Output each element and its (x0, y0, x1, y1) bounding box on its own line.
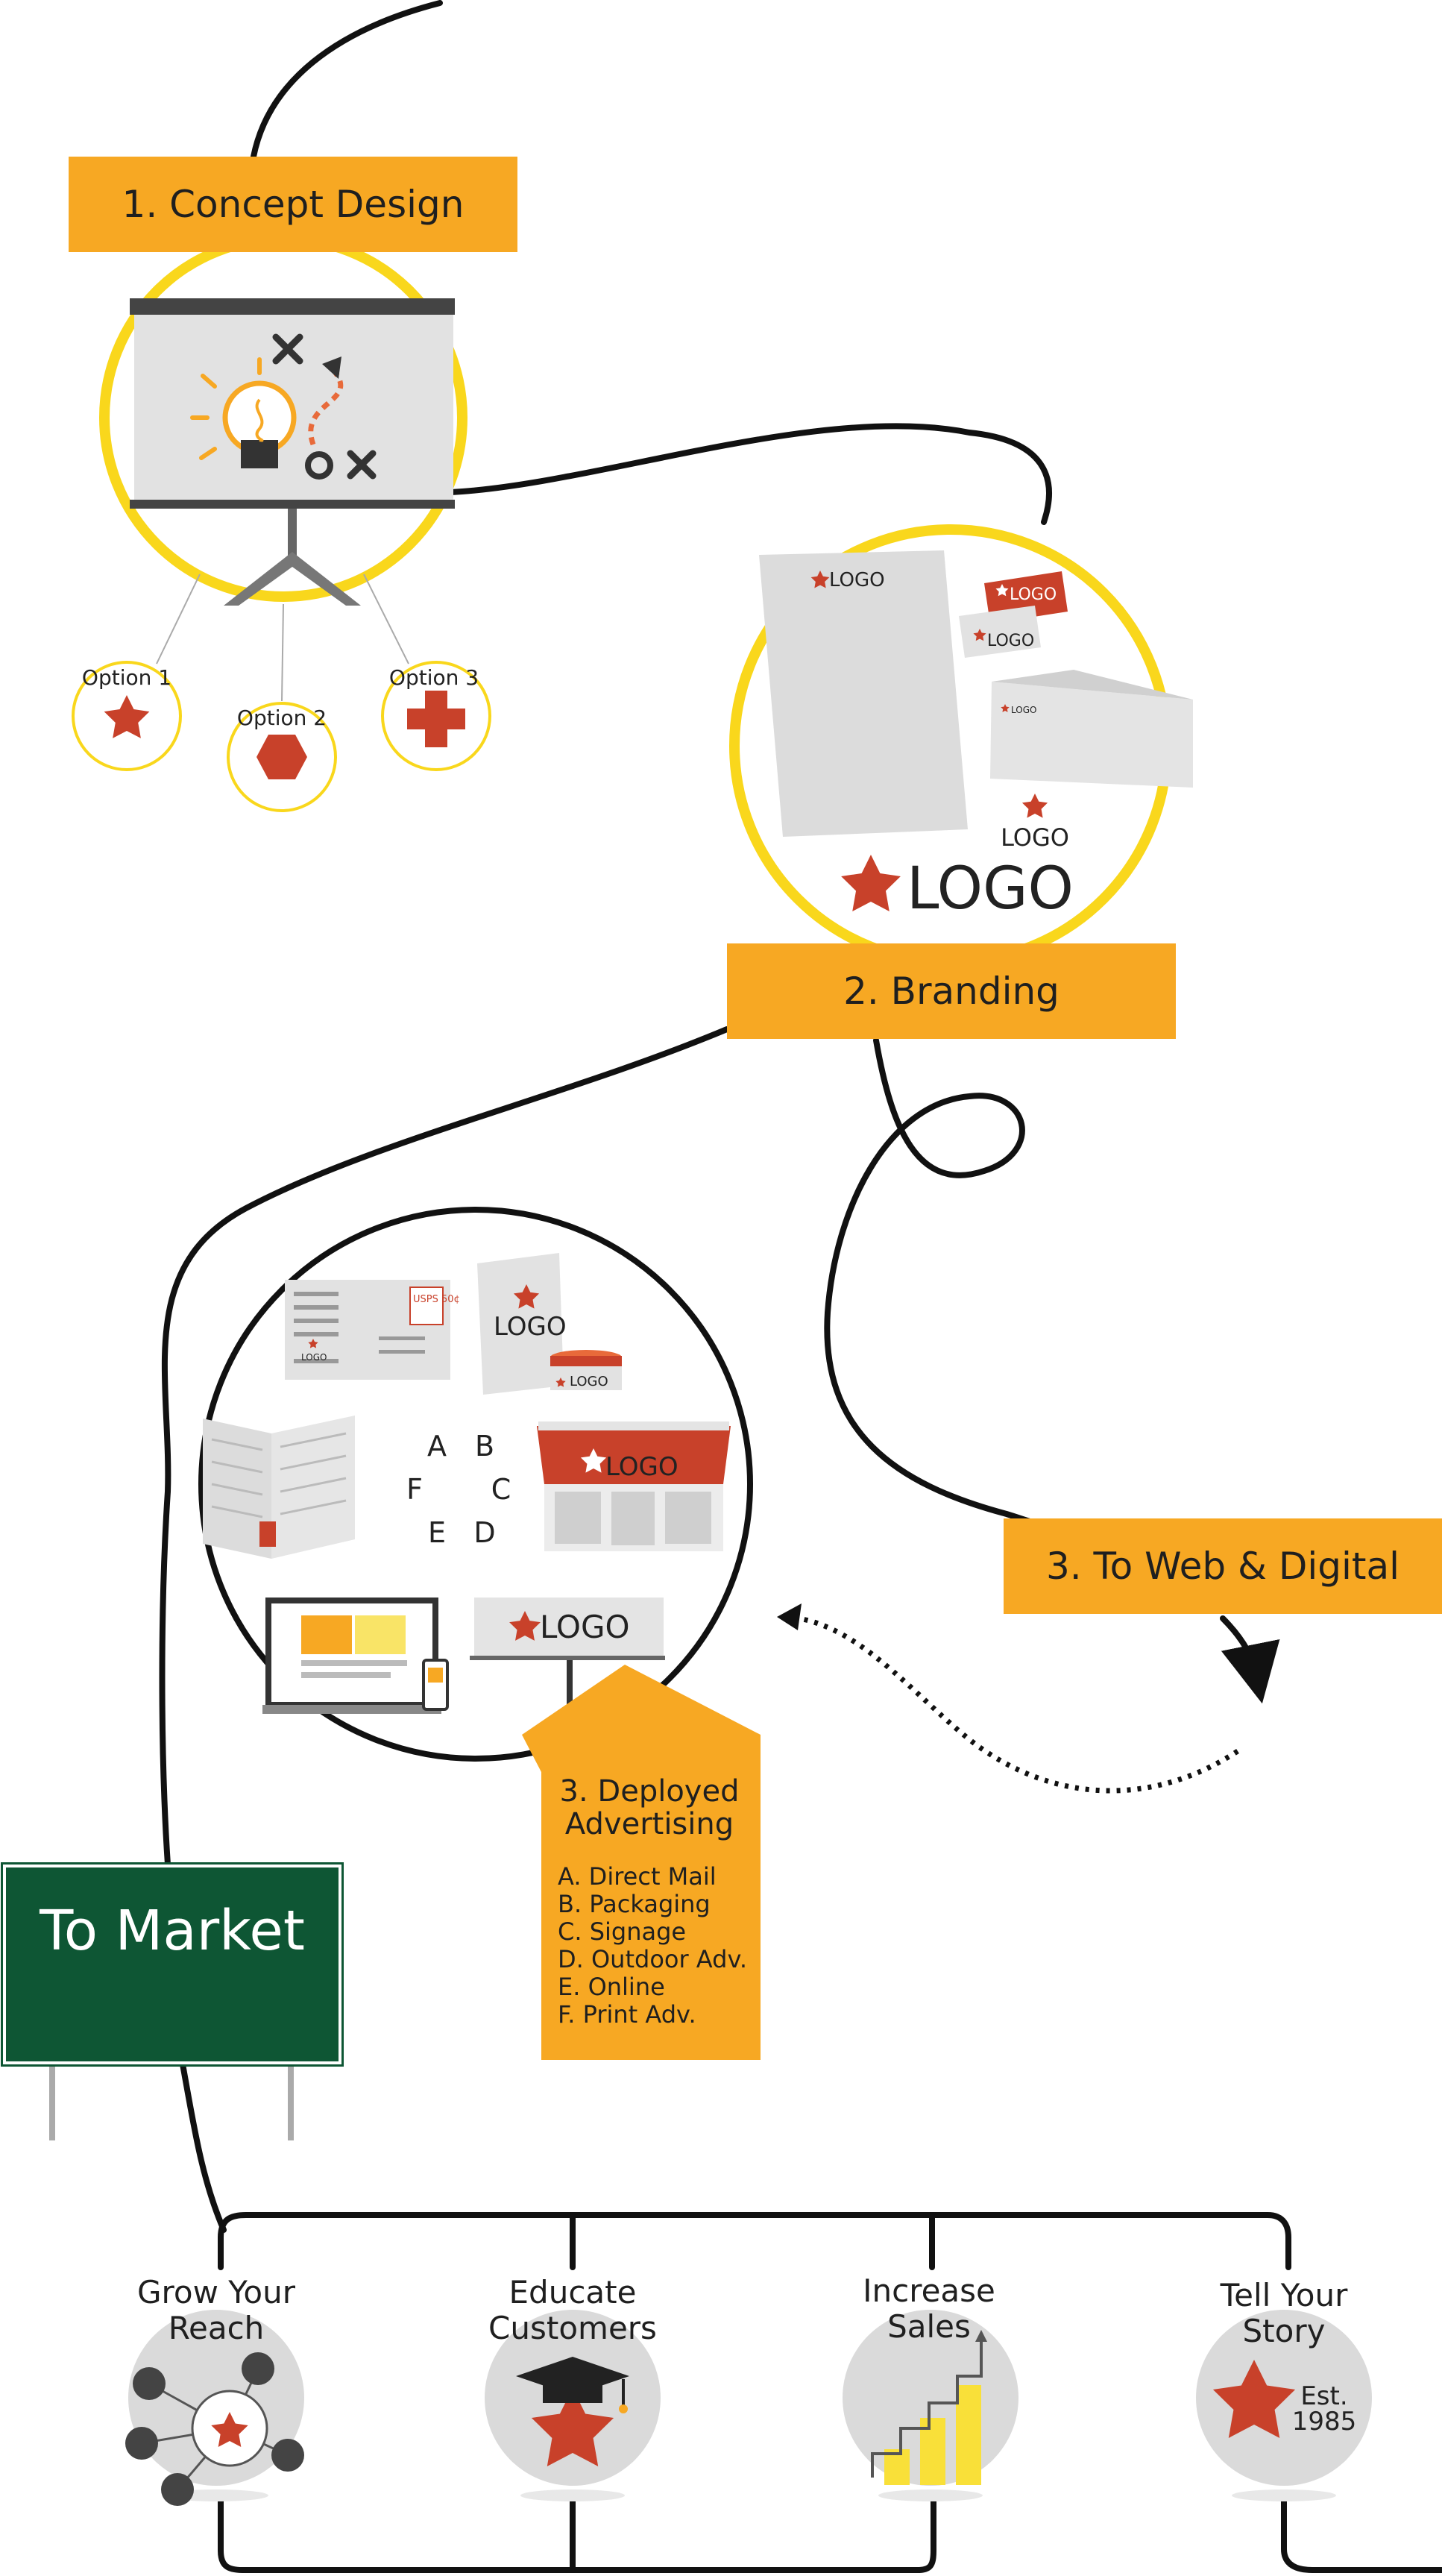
card-logo-text: LOGO (1010, 585, 1057, 604)
market-to-goals-line (180, 2061, 227, 2233)
ad-letter-f: F (406, 1473, 423, 1506)
option-cross-icon (407, 691, 465, 747)
web-arrow-line (1220, 1615, 1280, 1704)
ad-letter-c: C (491, 1473, 511, 1506)
branding-label: 2. Branding (843, 970, 1060, 1013)
option-1-label: Option 1 (82, 665, 171, 690)
package-box (477, 1253, 564, 1395)
billboard (474, 1598, 664, 1656)
to-market-label: To Market (40, 1899, 305, 1963)
business-card-gray (959, 606, 1041, 658)
envelope-logo-text: LOGO (1011, 705, 1036, 715)
presentation-board (134, 298, 453, 507)
dotted-arrowhead (777, 1603, 802, 1630)
advertising-item: B. Packaging (558, 1890, 711, 1918)
postcard-logo-text: LOGO (301, 1352, 327, 1363)
est-label: Est. (1300, 2381, 1347, 2411)
o-mark-icon (305, 451, 333, 480)
goal-grow-reach-label: Grow Your Reach (137, 2274, 295, 2346)
advertising-illustration (198, 1207, 753, 1762)
bar-chart-icon (871, 2330, 987, 2485)
goal-story-label: Tell Your Story (1220, 2277, 1348, 2349)
top-line (251, 0, 443, 160)
package-logo-text: LOGO (494, 1312, 567, 1342)
big-logo-text: LOGO (907, 855, 1074, 923)
advertising-list: A. Direct Mail B. Packaging C. Signage D… (558, 1863, 758, 2029)
people-network-icon (125, 2352, 304, 2506)
deployed-advertising-panel: 3. Deployed Advertising A. Direct Mail B… (541, 1775, 758, 2029)
phone (422, 1659, 449, 1711)
ad-letter-a: A (427, 1430, 447, 1463)
ad-letter-d: D (473, 1516, 495, 1549)
branding-loop-line (824, 1037, 1151, 1599)
goal-educate-label: Educate Customers (488, 2274, 657, 2346)
store-logo-text: LOGO (605, 1452, 679, 1482)
web-digital-label: 3. To Web & Digital (1045, 1545, 1400, 1588)
sign-posts (49, 2066, 294, 2140)
letterhead-logo-text: LOGO (829, 569, 885, 591)
dotted-return-arrow (782, 1614, 1239, 1794)
ad-letter-b: B (475, 1430, 494, 1463)
concept-design-tag: 1. Concept Design (69, 157, 517, 252)
concept-illustration (72, 233, 491, 812)
concept-design-label: 1. Concept Design (122, 183, 465, 226)
branding-tag: 2. Branding (727, 943, 1176, 1039)
branding-illustration (729, 524, 1193, 967)
ad-letter-e: E (428, 1516, 446, 1549)
advertising-item: C. Signage (558, 1917, 687, 1946)
deployed-advertising-title: 3. Deployed Advertising (559, 1774, 740, 1841)
goal-icons (125, 2310, 1372, 2506)
web-digital-tag: 3. To Web & Digital (1004, 1518, 1442, 1614)
letterhead (759, 550, 968, 837)
card-logo-text-2: LOGO (987, 632, 1034, 650)
concept-to-branding-line (448, 423, 1052, 525)
play-arrow-icon (308, 371, 344, 446)
goals-bracket (218, 2212, 1442, 2573)
to-market-sign: To Market (1, 1862, 344, 2067)
lightbulb-icon (190, 357, 297, 468)
deployed-tag-shape (522, 1665, 761, 2060)
envelope (990, 670, 1193, 788)
x-mark-icon (272, 333, 377, 480)
tin-logo-text: LOGO (570, 1374, 608, 1389)
option-hexagon-icon (256, 735, 307, 779)
flow-lines (159, 0, 1280, 2233)
advertising-item: E. Online (558, 1973, 665, 2001)
billboard-logo-text: LOGO (540, 1609, 630, 1645)
branding-to-market-line (159, 1026, 730, 1867)
stamp-text: USPS 50¢ (413, 1294, 460, 1305)
est-year: 1985 (1292, 2407, 1357, 2437)
advertising-item: A. Direct Mail (558, 1862, 717, 1891)
option-3-label: Option 3 (389, 665, 479, 690)
graduation-cap-icon (516, 2357, 629, 2466)
advertising-item: F. Print Adv. (558, 2000, 696, 2029)
advertising-item: D. Outdoor Adv. (558, 1945, 748, 1973)
goal-sales-label: Increase Sales (863, 2272, 995, 2345)
option-2-label: Option 2 (237, 706, 327, 730)
small-logo-text: LOGO (1001, 823, 1069, 852)
